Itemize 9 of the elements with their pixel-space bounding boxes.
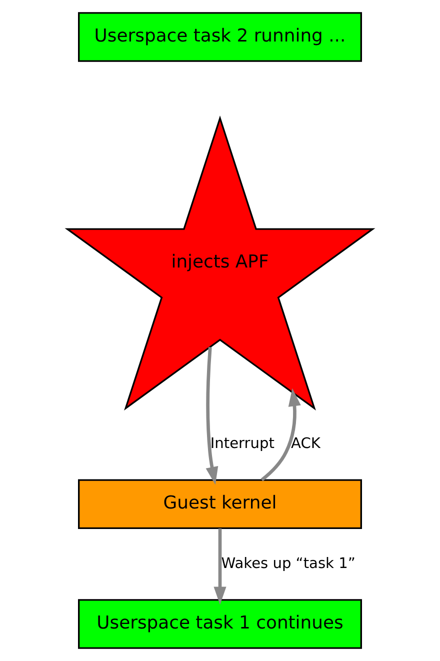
edge-label: ACK [291,434,320,452]
arrow [214,528,226,605]
node-box: Userspace task 2 running ... [78,12,362,62]
node-box: Guest kernel [78,479,362,530]
arrow [206,347,218,485]
arrow [260,388,301,482]
edge-label: Wakes up “task 1” [221,554,356,572]
edge-label: Interrupt [210,434,274,452]
node-box: Userspace task 1 continues [78,599,362,649]
